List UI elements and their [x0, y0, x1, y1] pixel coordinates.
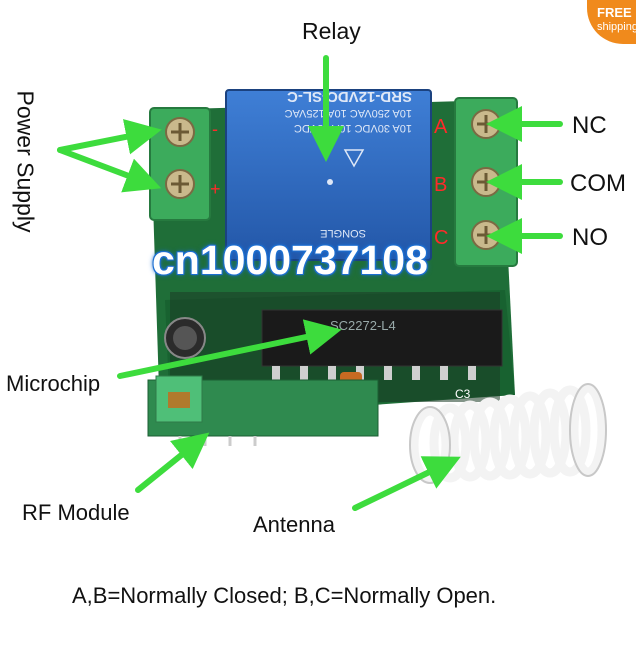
mark-c: C [434, 227, 448, 249]
mark-minus: - [212, 119, 218, 139]
badge-line2: shipping [597, 21, 636, 33]
no-label: NO [572, 224, 608, 251]
caption-text: A,B=Normally Closed; B,C=Normally Open. [72, 583, 497, 608]
arrow-power-bottom [57, 147, 162, 193]
antenna-label: Antenna [253, 512, 335, 537]
com-label: COM [570, 170, 626, 197]
relay-model: SRD-12VDC-SL-C [287, 88, 412, 105]
arrow-antenna [352, 456, 461, 511]
svg-text:10A 250VAC 10A 125VAC: 10A 250VAC 10A 125VAC [285, 107, 412, 119]
mark-plus: + [210, 179, 221, 199]
power-supply-label: Power Supply [12, 90, 39, 233]
arrow-microchip [117, 319, 342, 379]
chip-text: SC2272-L4 [330, 318, 396, 333]
microchip-label: Microchip [6, 371, 101, 396]
antenna-coil [409, 383, 607, 484]
relay-label: Relay [302, 18, 361, 44]
mark-a: A [434, 116, 448, 138]
c3-label: C3 [455, 387, 471, 401]
arrow-rf [135, 432, 210, 493]
watermark-text: cn1000737108 [152, 237, 428, 283]
arrow-power-top [57, 119, 162, 155]
svg-text:10A 30VDC 10A 28VDC: 10A 30VDC 10A 28VDC [294, 122, 412, 134]
badge-line1: FREE [597, 5, 632, 20]
nc-label: NC [572, 112, 607, 139]
mark-b: B [434, 174, 447, 196]
rf-module-label: RF Module [22, 500, 130, 525]
svg-text:SONGLE: SONGLE [320, 227, 366, 239]
